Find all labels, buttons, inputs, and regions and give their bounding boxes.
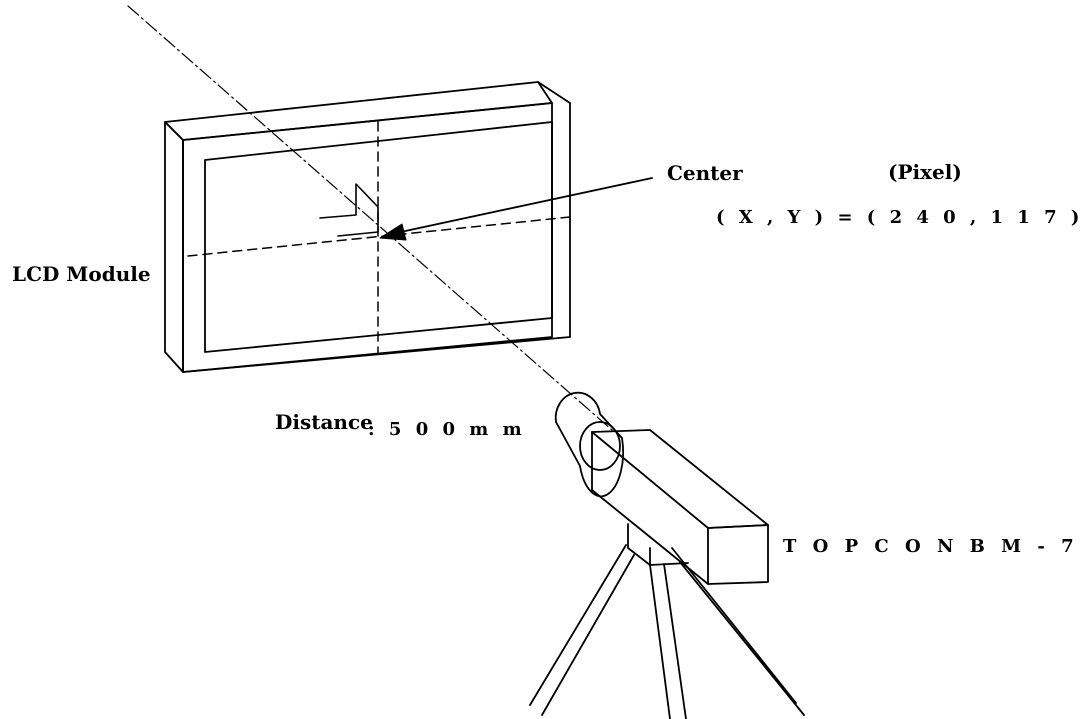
center-coordinates: ( X , Y ) = ( 2 4 0 , 1 1 7 )	[716, 207, 1083, 228]
tripod-mount	[627, 523, 689, 566]
lcd-left-face	[164, 121, 184, 373]
lcd-module	[164, 81, 571, 373]
lcd-bottom-edge	[182, 336, 571, 373]
center-step-mark	[319, 183, 379, 237]
lens-barrel	[554, 391, 625, 498]
instrument-label: T O P C O N B M - 7	[783, 536, 1079, 557]
lcd-top-right-edge	[537, 81, 571, 104]
tripod-middle-leg-a	[649, 564, 671, 719]
measurement-setup-diagram	[127, 5, 805, 719]
optical-axis-line	[127, 5, 613, 431]
crosshair-horizontal	[187, 216, 571, 257]
lcd-top-face	[164, 81, 553, 141]
center-label: Center	[667, 161, 743, 185]
tripod-middle-leg-b	[663, 563, 687, 719]
tripod-right-leg-b	[679, 561, 805, 716]
tripod-left-leg-b	[541, 554, 635, 716]
tripod-right-leg-a	[671, 547, 797, 704]
center-pointer-arrow	[379, 177, 653, 241]
body-front	[707, 524, 769, 585]
tripod-left-leg-a	[529, 544, 627, 706]
distance-value: : 5 0 0 m m	[368, 419, 526, 440]
topcon-bm7-instrument	[554, 391, 769, 585]
distance-label: Distance	[275, 410, 373, 434]
lcd-module-label: LCD Module	[12, 262, 151, 286]
screen-crosshair	[187, 121, 571, 353]
lens-opening	[579, 421, 621, 471]
lcd-screen	[204, 121, 553, 353]
pixel-unit-label: (Pixel)	[888, 160, 962, 184]
tripod	[529, 523, 805, 719]
